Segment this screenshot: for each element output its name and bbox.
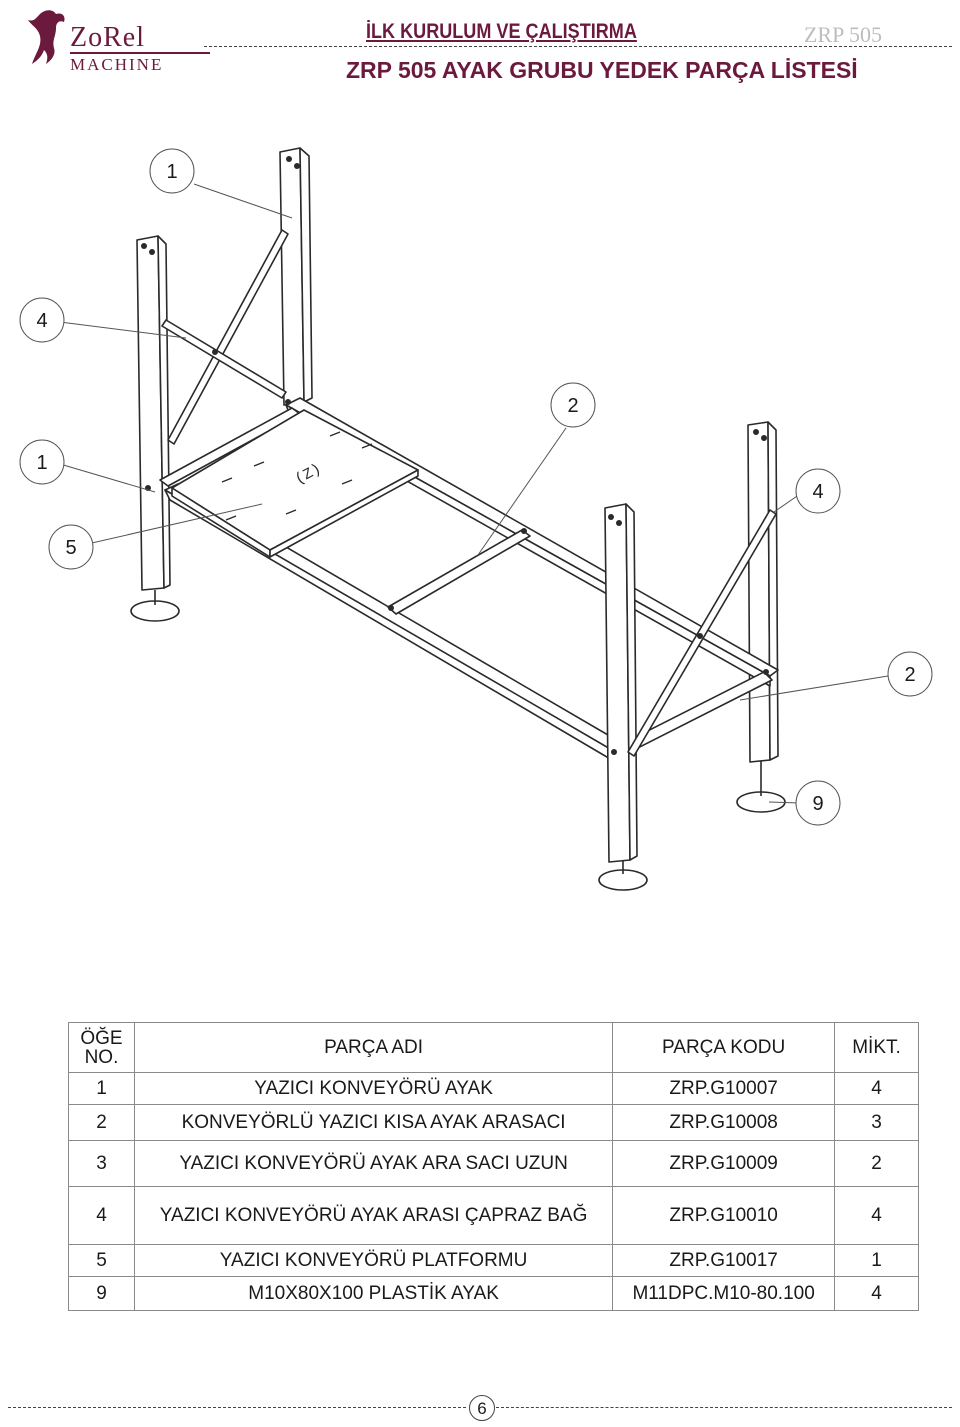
item-no: 9: [68, 1276, 135, 1311]
company-logo: ZoRel MACHINE: [22, 6, 210, 76]
brand-divider: [70, 52, 210, 54]
svg-text:1: 1: [166, 161, 177, 183]
callout-4-right: 4: [795, 468, 841, 514]
part-code: ZRP.G10009: [612, 1140, 836, 1187]
page-number: 6: [469, 1395, 495, 1421]
table-row: 5 YAZICI KONVEYÖRÜ PLATFORMU ZRP.G10017 …: [68, 1244, 919, 1277]
item-no: 2: [68, 1104, 135, 1141]
callout-2-top: 2: [550, 382, 596, 428]
header-divider: [204, 46, 952, 47]
part-code: ZRP.G10017: [612, 1244, 836, 1277]
svg-text:4: 4: [812, 481, 823, 503]
part-code: ZRP.G10008: [612, 1104, 836, 1141]
svg-text:4: 4: [36, 310, 47, 332]
header-quantity: MİKT.: [834, 1022, 919, 1073]
page-title: ZRP 505 AYAK GRUBU YEDEK PARÇA LİSTESİ: [346, 57, 858, 83]
callout-9: 9: [795, 780, 841, 826]
quantity: 2: [834, 1140, 919, 1187]
parts-table: ÖĞE NO. PARÇA ADI PARÇA KODU MİKT. 1 YAZ…: [68, 1022, 919, 1311]
callout-5: 5: [48, 524, 94, 570]
callout-1-top: 1: [149, 148, 195, 194]
model-code: ZRP 505: [803, 22, 882, 47]
quantity: 4: [834, 1276, 919, 1311]
brand-name: ZoRel: [70, 22, 145, 53]
item-no: 4: [68, 1186, 135, 1245]
table-row: 1 YAZICI KONVEYÖRÜ AYAK ZRP.G10007 4: [68, 1072, 919, 1105]
item-no: 1: [68, 1072, 135, 1105]
part-name: KONVEYÖRLÜ YAZICI KISA AYAK ARASACI: [133, 1104, 614, 1141]
part-name: YAZICI KONVEYÖRÜ PLATFORMU: [133, 1244, 614, 1277]
header-part-name: PARÇA ADI: [133, 1022, 614, 1073]
header-item-no: ÖĞE NO.: [68, 1022, 135, 1073]
quantity: 4: [834, 1186, 919, 1245]
footer-divider-left: [8, 1407, 466, 1408]
quantity: 1: [834, 1244, 919, 1277]
item-no: 5: [68, 1244, 135, 1277]
part-name: YAZICI KONVEYÖRÜ AYAK: [133, 1072, 614, 1105]
svg-text:1: 1: [36, 452, 47, 474]
part-code: M11DPC.M10-80.100: [612, 1276, 836, 1311]
table-row: 9 M10X80X100 PLASTİK AYAK M11DPC.M10-80.…: [68, 1276, 919, 1311]
part-name: YAZICI KONVEYÖRÜ AYAK ARASI ÇAPRAZ BAĞ: [133, 1186, 614, 1245]
horse-logo-icon: [28, 10, 65, 64]
table-header-row: ÖĞE NO. PARÇA ADI PARÇA KODU MİKT.: [68, 1022, 919, 1073]
quantity: 3: [834, 1104, 919, 1141]
callout-1-left: 1: [19, 439, 65, 485]
part-name: YAZICI KONVEYÖRÜ AYAK ARA SACI UZUN: [133, 1140, 614, 1187]
table-row: 2 KONVEYÖRLÜ YAZICI KISA AYAK ARASACI ZR…: [68, 1104, 919, 1141]
callout-4-left: 4: [19, 297, 65, 343]
table-row: 3 YAZICI KONVEYÖRÜ AYAK ARA SACI UZUN ZR…: [68, 1140, 919, 1187]
header-part-code: PARÇA KODU: [612, 1022, 836, 1073]
svg-text:2: 2: [567, 395, 578, 417]
table-row: 4 YAZICI KONVEYÖRÜ AYAK ARASI ÇAPRAZ BAĞ…: [68, 1186, 919, 1245]
part-code: ZRP.G10007: [612, 1072, 836, 1105]
section-title: İLK KURULUM VE ÇALIŞTIRMA: [366, 20, 637, 43]
item-no: 3: [68, 1140, 135, 1187]
callout-2-right: 2: [887, 651, 933, 697]
part-code: ZRP.G10010: [612, 1186, 836, 1245]
brand-subtitle: MACHINE: [70, 55, 164, 74]
svg-text:2: 2: [904, 664, 915, 686]
svg-text:5: 5: [65, 537, 76, 559]
footer-divider-right: [496, 1407, 952, 1408]
stand-assembly-drawing: (Z) 1 4 2 1 4 5 2 9: [19, 147, 933, 891]
part-name: M10X80X100 PLASTİK AYAK: [133, 1276, 614, 1311]
quantity: 4: [834, 1072, 919, 1105]
svg-text:9: 9: [812, 793, 823, 815]
